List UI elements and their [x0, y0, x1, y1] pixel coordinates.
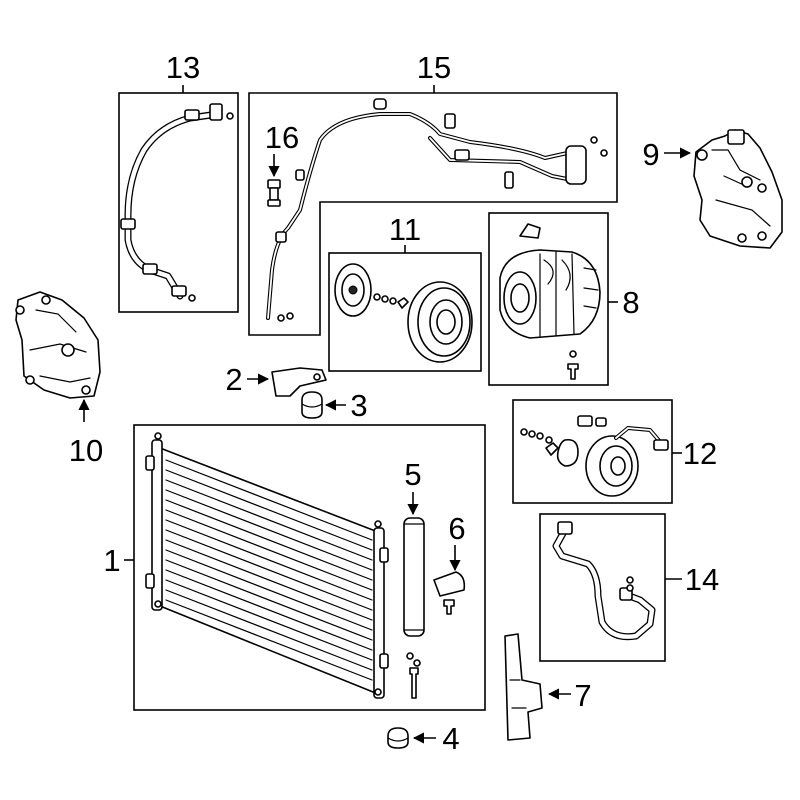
part-13-discharge-hose[interactable]	[118, 85, 239, 313]
condenser-fins	[165, 459, 373, 681]
part-2-condenser-bracket[interactable]	[247, 367, 327, 397]
callout-9: 9	[642, 137, 659, 172]
part-4-cushion[interactable]	[387, 727, 436, 749]
callout-4: 4	[442, 721, 459, 756]
part-9-compressor-bracket[interactable]	[664, 129, 783, 249]
callout-14: 14	[685, 562, 719, 597]
part-13-box	[118, 92, 239, 313]
callout-10: 10	[69, 433, 103, 468]
callout-7: 7	[574, 678, 591, 713]
part-11-compressor-clutch[interactable]	[328, 245, 482, 372]
part-14-box	[539, 513, 666, 662]
part-1-condenser[interactable]	[124, 424, 486, 711]
part-5-receiver-drier[interactable]	[403, 492, 425, 699]
part-8-compressor[interactable]	[488, 212, 618, 386]
part-7-seal[interactable]	[504, 633, 571, 741]
callout-6: 6	[448, 511, 465, 546]
part-15-liquid-line[interactable]	[248, 85, 618, 336]
part-8-box	[488, 212, 609, 386]
part-6-drier-bracket[interactable]	[433, 545, 466, 615]
part-16-pressure-switch[interactable]	[267, 154, 281, 207]
part-10-bracket[interactable]	[15, 291, 101, 422]
part-3-cushion[interactable]	[301, 391, 346, 419]
callout-11: 11	[389, 212, 421, 247]
callout-1: 1	[103, 543, 120, 578]
callout-3: 3	[350, 388, 367, 423]
callout-5: 5	[404, 457, 421, 492]
callout-15: 15	[417, 50, 451, 85]
callout-12: 12	[683, 436, 717, 471]
part-1-box	[133, 424, 486, 711]
callout-2: 2	[225, 362, 242, 397]
part-15-box	[248, 92, 618, 336]
part-12-clutch-coil[interactable]	[512, 399, 682, 504]
callout-8: 8	[622, 285, 639, 320]
callout-16: 16	[265, 120, 299, 155]
part-14-suction-hose[interactable]	[539, 513, 682, 662]
part-12-box	[512, 399, 673, 504]
callout-labels: 13 15 16 9 11 8 2 3 10 12 5 6 1 14 7 4	[69, 50, 719, 756]
callout-13: 13	[166, 50, 200, 85]
